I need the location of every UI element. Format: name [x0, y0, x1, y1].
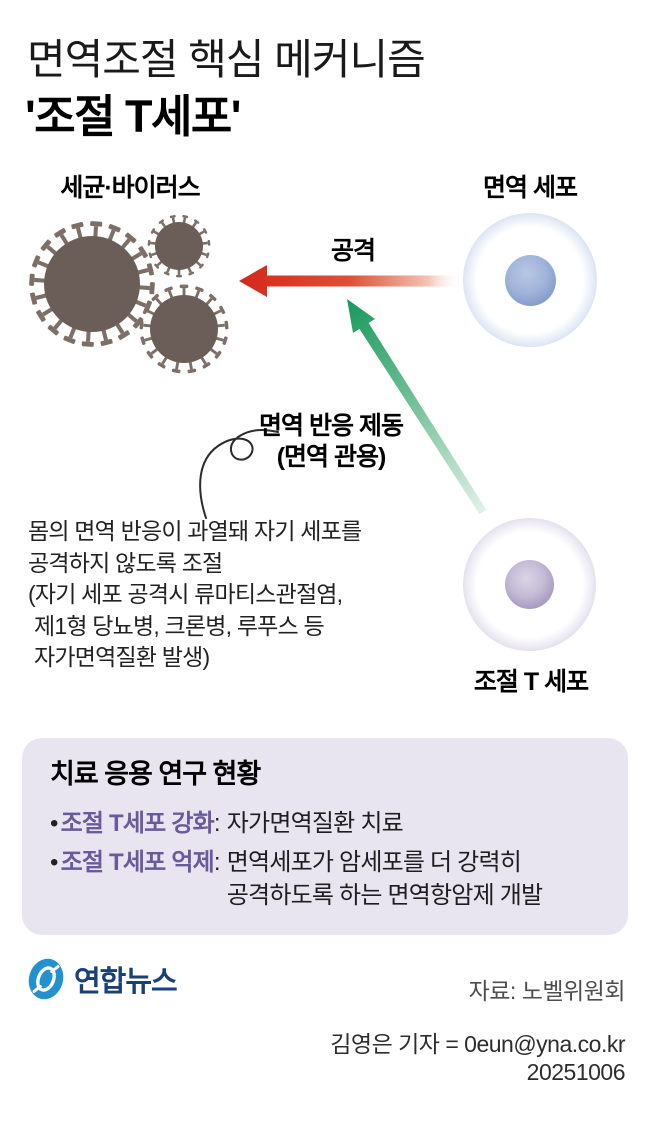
- description-line: 제1형 당뇨병, 크론병, 루푸스 등: [34, 612, 325, 639]
- brake-label-line2: (면역 관용): [276, 443, 387, 471]
- immune-brake-label: 면역 반응 제동 (면역 관용): [221, 411, 441, 473]
- bullet-description: 자가면역질환 치료: [226, 807, 404, 840]
- bullet-term: 조절 T세포 강화: [60, 810, 215, 837]
- description-line: 자가면역질환 발생): [34, 644, 210, 670]
- immune-cell-nucleus: [505, 255, 556, 306]
- bullet-treg-suppress: • 조절 T세포 억제 : 면역세포가 암세포를 더 강력히 공격하도록 하는 …: [50, 846, 602, 912]
- yonhap-logo-icon: [28, 958, 64, 1000]
- date-stamp: 20251006: [526, 1059, 626, 1085]
- source-credit: 자료: 노벨위원회: [468, 978, 626, 1004]
- description-line: (자기 세포 공격시 류마티스관절염,: [28, 581, 343, 607]
- virus-small-body: [155, 222, 203, 270]
- virus-cluster: [29, 214, 229, 374]
- headline-line2: '조절 T세포': [25, 91, 242, 142]
- yonhap-logo-text: 연합뉴스: [74, 966, 178, 998]
- bullet-dot: •: [50, 849, 58, 876]
- virus-medium-body: [150, 295, 218, 363]
- yonhap-logo: 연합뉴스: [24, 956, 178, 1002]
- bullet-description: 면역세포가 암세포를 더 강력히 공격하도록 하는 면역항암제 개발: [227, 846, 543, 912]
- red-attack-arrow: [239, 265, 462, 297]
- bullet-description-line: 공격하도록 하는 면역항암제 개발: [226, 882, 543, 909]
- virus-large: [29, 221, 155, 347]
- description-line: 공격하지 않도록 조절: [28, 549, 223, 576]
- bullet-colon: :: [213, 849, 221, 876]
- green-brake-arrow: [347, 299, 487, 515]
- immune-cell-label: 면역 세포: [483, 174, 578, 202]
- reporter-credit-block: 김영은 기자 = 0eun@yna.co.kr 20251006: [330, 1030, 625, 1086]
- bullet-colon: :: [213, 810, 221, 837]
- reporter-credit: 김영은 기자 = 0eun@yna.co.kr: [330, 1031, 625, 1057]
- virus-large-body: [44, 236, 140, 332]
- brake-label-line1: 면역 반응 제동: [259, 412, 404, 440]
- regulatory-t-cell-nucleus: [505, 560, 554, 609]
- virus-small: [147, 214, 211, 278]
- bullet-term: 조절 T세포 억제: [60, 849, 215, 876]
- bullet-description-line: 자가면역질환 치료: [226, 810, 404, 837]
- virus-medium: [139, 284, 229, 374]
- attack-label: 공격: [330, 237, 376, 265]
- bullet-description-line: 면역세포가 암세포를 더 강력히: [226, 849, 522, 876]
- treatment-box-title: 치료 응용 연구 현황: [50, 759, 261, 789]
- headline-line1: 면역조절 핵심 메커니즘: [27, 36, 426, 83]
- treatment-research-box: 치료 응용 연구 현황 • 조절 T세포 강화 : 자가면역질환 치료 • 조절…: [22, 738, 628, 935]
- bullet-dot: •: [50, 810, 58, 837]
- description-line: 몸의 면역 반응이 과열돼 자기 세포를: [28, 518, 362, 544]
- regulatory-t-cell-label: 조절 T 세포: [473, 668, 589, 696]
- virus-label: 세균·바이러스: [60, 174, 200, 202]
- description-paragraph: 몸의 면역 반응이 과열돼 자기 세포를 공격하지 않도록 조절 (자기 세포 …: [28, 516, 362, 674]
- bullet-treg-enhance: • 조절 T세포 강화 : 자가면역질환 치료: [50, 807, 602, 840]
